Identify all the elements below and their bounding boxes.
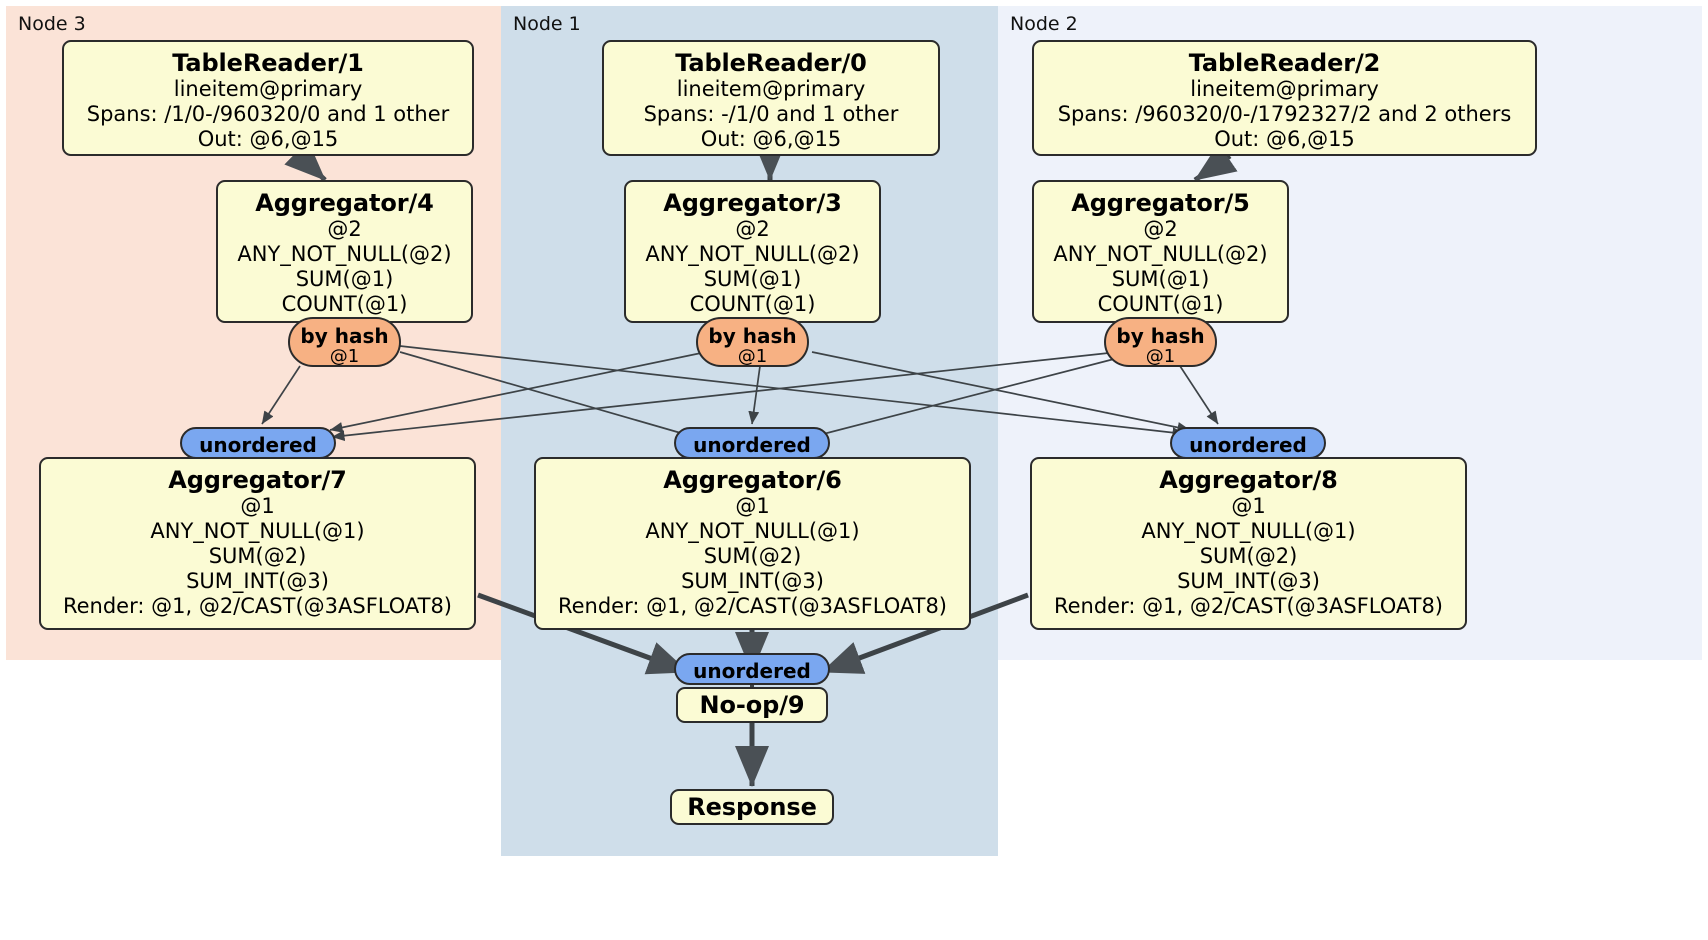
processor-line: Spans: /1/0-/960320/0 and 1 other (86, 102, 450, 127)
router-type-label: unordered (693, 433, 811, 457)
processor-line: ANY_NOT_NULL(@2) (1053, 242, 1268, 267)
router-column-label: @1 (329, 346, 360, 367)
processor-line: Out: @6,@15 (1214, 127, 1355, 152)
processor-title: Aggregator/8 (1159, 466, 1338, 494)
processor-title: TableReader/2 (1188, 49, 1381, 77)
processor-title: Aggregator/6 (663, 466, 842, 494)
processor-line: COUNT(@1) (281, 292, 408, 317)
processor-table-reader-1[interactable]: TableReader/1 lineitem@primary Spans: /1… (62, 40, 474, 156)
processor-title: Aggregator/4 (255, 189, 434, 217)
processor-table-reader-2[interactable]: TableReader/2 lineitem@primary Spans: /9… (1032, 40, 1537, 156)
processor-line: SUM_INT(@3) (681, 569, 824, 594)
processor-line: ANY_NOT_NULL(@1) (645, 519, 860, 544)
processor-title: TableReader/1 (172, 49, 364, 77)
processor-line: @2 (735, 217, 770, 242)
processor-line: Spans: -/1/0 and 1 other (643, 102, 899, 127)
processor-line: SUM(@1) (703, 267, 802, 292)
router-type-label: by hash (300, 324, 389, 348)
node-region-label-node1: Node 1 (513, 13, 581, 35)
processor-line: ANY_NOT_NULL(@1) (150, 519, 365, 544)
processor-aggregator-3[interactable]: Aggregator/3 @2 ANY_NOT_NULL(@2) SUM(@1)… (624, 180, 881, 323)
router-by-hash-center[interactable]: by hash @1 (696, 317, 809, 367)
processor-response[interactable]: Response (670, 789, 834, 825)
router-type-label: unordered (693, 659, 811, 683)
processor-line: SUM_INT(@3) (186, 569, 329, 594)
node-region-label-node3: Node 3 (18, 13, 86, 35)
processor-line: lineitem@primary (1190, 77, 1379, 102)
processor-line: SUM(@2) (1199, 544, 1298, 569)
processor-aggregator-7[interactable]: Aggregator/7 @1 ANY_NOT_NULL(@1) SUM(@2)… (39, 457, 476, 630)
processor-line: lineitem@primary (173, 77, 363, 102)
processor-title: Aggregator/7 (168, 466, 347, 494)
processor-line: COUNT(@1) (689, 292, 816, 317)
processor-title: Aggregator/5 (1071, 189, 1250, 217)
router-type-label: unordered (199, 433, 317, 457)
processor-line: Render: @1, @2/CAST(@3ASFLOAT8) (1053, 594, 1444, 619)
processor-line: @2 (1143, 217, 1178, 242)
processor-title: TableReader/0 (675, 49, 867, 77)
router-type-label: by hash (1116, 324, 1205, 348)
node-region-label-node2: Node 2 (1010, 13, 1078, 35)
processor-line: Out: @6,@15 (700, 127, 842, 152)
processor-line: SUM(@1) (295, 267, 394, 292)
router-unordered-left[interactable]: unordered (180, 427, 336, 459)
processor-line: lineitem@primary (676, 77, 866, 102)
router-unordered-right[interactable]: unordered (1170, 427, 1326, 459)
router-by-hash-right[interactable]: by hash @1 (1104, 317, 1217, 367)
processor-aggregator-5[interactable]: Aggregator/5 @2 ANY_NOT_NULL(@2) SUM(@1)… (1032, 180, 1289, 323)
processor-line: @1 (735, 494, 770, 519)
processor-line: ANY_NOT_NULL(@2) (645, 242, 860, 267)
processor-noop-9[interactable]: No-op/9 (676, 687, 828, 723)
router-type-label: by hash (708, 324, 797, 348)
router-column-label: @1 (1145, 346, 1176, 367)
processor-line: Spans: /960320/0-/1792327/2 and 2 others (1057, 102, 1512, 127)
processor-line: ANY_NOT_NULL(@1) (1141, 519, 1356, 544)
router-by-hash-left[interactable]: by hash @1 (288, 317, 401, 367)
processor-line: @2 (327, 217, 362, 242)
processor-aggregator-6[interactable]: Aggregator/6 @1 ANY_NOT_NULL(@1) SUM(@2)… (534, 457, 971, 630)
processor-line: @1 (1231, 494, 1266, 519)
processor-line: Render: @1, @2/CAST(@3ASFLOAT8) (557, 594, 948, 619)
router-type-label: unordered (1189, 433, 1307, 457)
processor-table-reader-0[interactable]: TableReader/0 lineitem@primary Spans: -/… (602, 40, 940, 156)
processor-aggregator-8[interactable]: Aggregator/8 @1 ANY_NOT_NULL(@1) SUM(@2)… (1030, 457, 1467, 630)
router-unordered-center[interactable]: unordered (674, 427, 830, 459)
processor-title: No-op/9 (699, 691, 805, 719)
processor-line: SUM(@2) (208, 544, 307, 569)
processor-aggregator-4[interactable]: Aggregator/4 @2 ANY_NOT_NULL(@2) SUM(@1)… (216, 180, 473, 323)
processor-title: Aggregator/3 (663, 189, 842, 217)
processor-line: COUNT(@1) (1097, 292, 1224, 317)
processor-line: @1 (240, 494, 275, 519)
processor-line: SUM_INT(@3) (1177, 569, 1320, 594)
processor-title: Response (687, 793, 817, 821)
processor-line: SUM(@1) (1111, 267, 1210, 292)
processor-line: ANY_NOT_NULL(@2) (237, 242, 452, 267)
router-unordered-final[interactable]: unordered (674, 653, 830, 685)
processor-line: Render: @1, @2/CAST(@3ASFLOAT8) (62, 594, 453, 619)
processor-line: Out: @6,@15 (197, 127, 339, 152)
router-column-label: @1 (737, 346, 768, 367)
processor-line: SUM(@2) (703, 544, 802, 569)
